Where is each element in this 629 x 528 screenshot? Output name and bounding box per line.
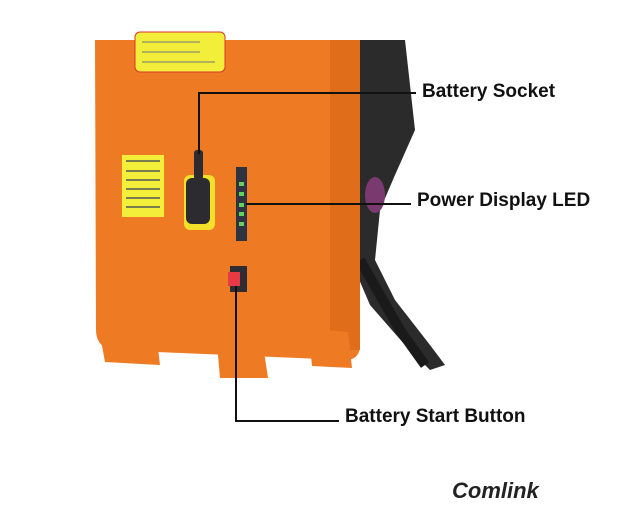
brand-logo: Comlink	[452, 478, 539, 503]
strap-buckle	[365, 177, 385, 213]
battery-case	[95, 40, 360, 360]
start-callout-line	[235, 286, 237, 422]
led-callout-line	[246, 203, 411, 205]
foot-middle	[218, 335, 268, 378]
start-callout-line-h	[235, 420, 339, 422]
battery-start-button-label: Battery Start Button	[345, 406, 526, 427]
socket-callout-line-h	[198, 92, 416, 94]
battery-socket-label: Battery Socket	[422, 81, 556, 102]
foot-left	[100, 318, 160, 365]
foot-right	[310, 330, 352, 368]
power-display-led-label: Power Display LED	[417, 190, 591, 211]
socket-callout-line	[198, 92, 200, 154]
